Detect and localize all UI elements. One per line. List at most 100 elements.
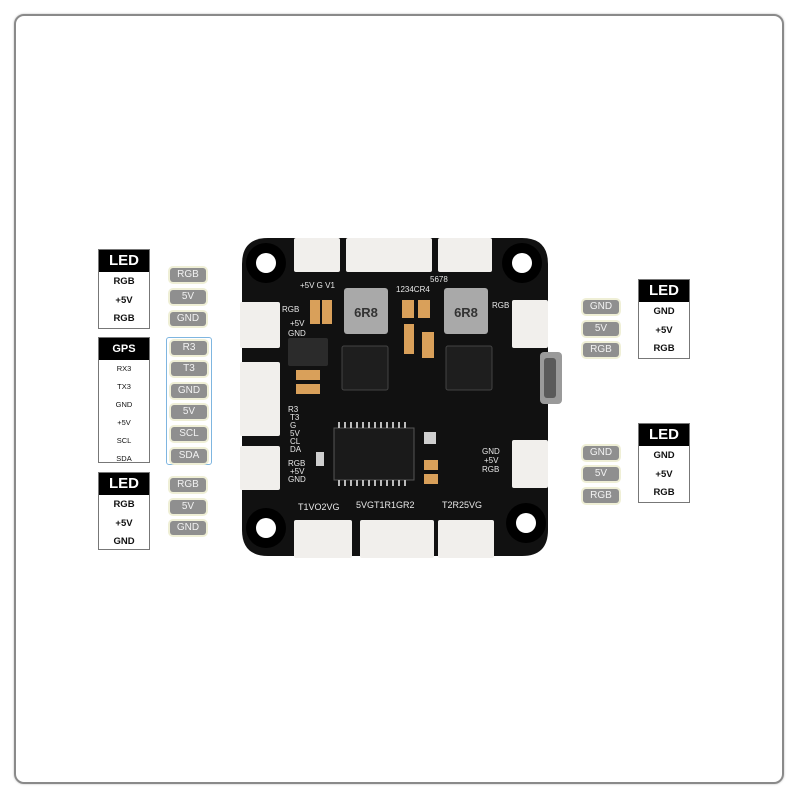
label-row: +5V [655,469,673,480]
silk-label: RGB [482,465,499,474]
pad-pill: GND [171,384,207,398]
silk-label: +5V G V1 [300,281,335,290]
label-row: GND [653,450,675,461]
silk-label: T2R25VG [442,500,482,510]
inductor-left: 6R8 [344,288,388,334]
silk-label: R3 [288,405,299,414]
silk-label: GND [288,475,306,484]
pad-pill: SDA [171,449,207,463]
gps-label: GPS RX3 TX3 GND +5V SCL SDA [98,337,150,463]
connector [512,300,548,348]
silk-label: GND [288,329,306,338]
label-row: +5V [117,418,131,427]
inductor-label: 6R8 [454,305,478,320]
silk-label: 5V [290,429,300,438]
capacitor [296,384,320,394]
label-row: SDA [116,454,132,463]
image-frame [14,14,784,784]
silk-label: +5V [484,456,499,465]
capacitor [418,300,430,318]
connector [240,302,280,348]
smd-part [424,432,436,444]
silk-label: RGB [282,305,299,314]
pad-pill: 5V [170,500,206,514]
label-row: SCL [116,436,132,445]
capacitor [296,370,320,380]
silk-label: RGB [492,301,509,310]
label-row: GND [115,400,133,409]
gps-pill-group [166,337,212,465]
capacitor [424,460,438,470]
silk-label: T3 [290,413,300,422]
connector [512,440,548,488]
pad-pill: 5V [583,467,619,481]
connector [294,520,352,558]
connector [240,362,280,436]
connector [346,238,432,272]
diode [288,338,328,366]
silk-label: 5VGT1R1GR2 [356,500,415,510]
pad-pill: 5V [583,322,619,336]
pad-pill: 5V [170,290,206,304]
label-row: RGB [653,343,675,354]
connector [438,520,494,558]
capacitor [404,324,414,354]
label-row: GND [653,306,675,317]
ic-chip-left [341,345,389,391]
pad-pill: RGB [170,268,206,282]
left-bottom-led-label: LED RGB +5V GND [98,472,150,550]
mounting-hole-bl [246,508,286,548]
label-title: LED [639,280,689,302]
mounting-hole-tl [246,243,286,283]
capacitor [402,300,414,318]
pad-pill: RGB [170,478,206,492]
connector [360,520,434,558]
label-row: RGB [113,313,135,324]
label-title: LED [99,250,149,272]
silk-label: DA [290,445,302,454]
mounting-hole-br [506,503,546,543]
label-row: RGB [113,276,135,287]
left-top-led-label: LED RGB +5V RGB [98,249,150,329]
pad-pill: RGB [583,343,619,357]
capacitor [422,332,434,358]
inductor-label: 6R8 [354,305,378,320]
right-top-led-label: LED GND +5V RGB [638,279,690,359]
connector [240,446,280,490]
pad-pill: 5V [171,405,207,419]
silk-label: 1234CR4 [396,285,430,294]
ic-chip-right [445,345,493,391]
capacitor [424,474,438,484]
label-row: +5V [115,518,133,529]
silk-label: 5678 [430,275,448,284]
capacitor [310,300,320,324]
silk-label: +5V [290,467,305,476]
pad-pill: GND [170,312,206,326]
silk-label: T1VO2VG [298,502,340,512]
label-title: GPS [99,338,149,360]
label-title: LED [639,424,689,446]
pad-pill: GND [583,300,619,314]
silk-label: GND [482,447,500,456]
pad-pill: RGB [583,489,619,503]
smd-part [316,452,324,466]
label-row: RGB [653,487,675,498]
mounting-hole-tr [502,243,542,283]
right-bottom-led-label: LED GND +5V RGB [638,423,690,503]
pad-pill: GND [170,521,206,535]
capacitor [322,300,332,324]
silk-label: +5V [290,319,305,328]
pad-pill: SCL [171,427,207,441]
label-row: +5V [655,325,673,336]
label-row: TX3 [117,382,131,391]
label-row: RX3 [116,364,132,373]
silk-label: CL [290,437,301,446]
label-row: +5V [115,295,133,306]
silk-label: RGB [288,459,305,468]
main-ic-chip [333,422,415,486]
connector [294,238,340,272]
pad-pill: R3 [171,341,207,355]
pad-pill: T3 [171,362,207,376]
silk-label: G [290,421,296,430]
